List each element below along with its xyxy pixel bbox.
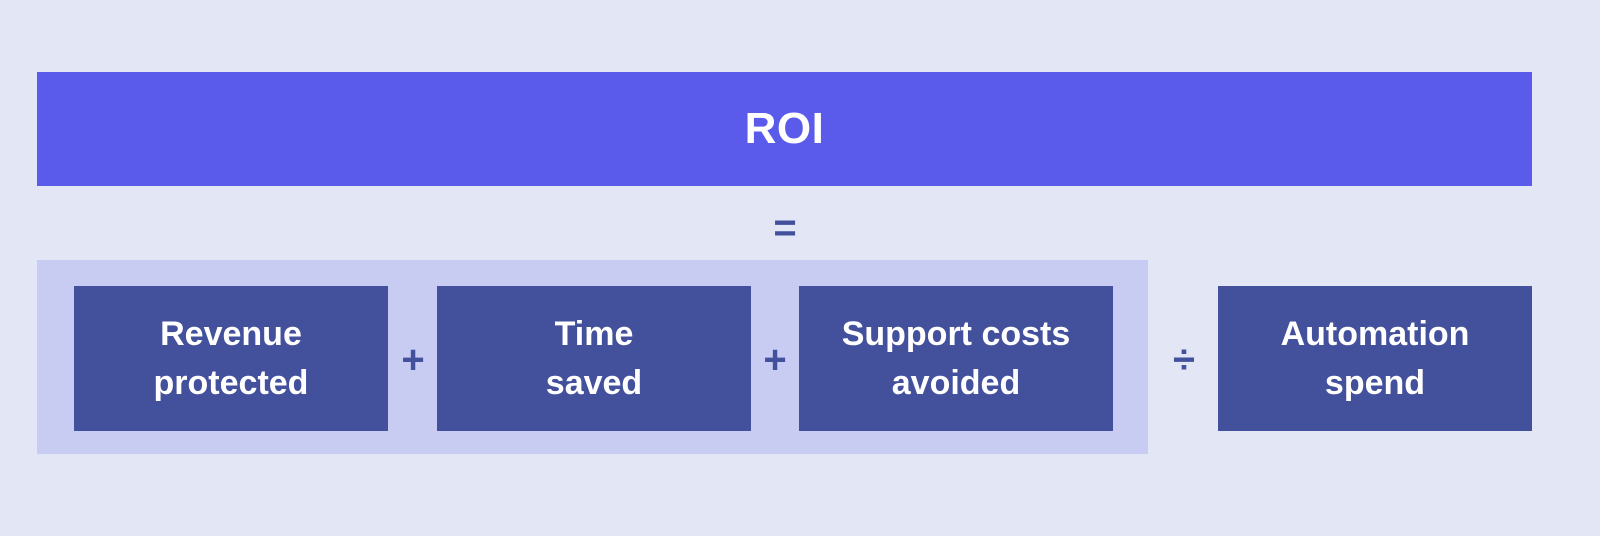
term-label-line2: saved	[545, 363, 643, 402]
plus-operator: +	[763, 337, 787, 382]
roi-result-bar: ROI	[37, 72, 1532, 186]
term-label-line1: Time	[554, 314, 634, 353]
term-label-line1: Revenue	[160, 314, 302, 353]
term-label-line1: Automation	[1280, 314, 1470, 353]
term-revenue-protected: Revenue protected	[74, 286, 388, 431]
roi-title: ROI	[744, 104, 825, 153]
plus-operator: +	[401, 337, 425, 382]
term-label-line1: Support costs	[841, 314, 1071, 353]
term-label-line2: spend	[1324, 363, 1426, 402]
term-label-line2: avoided	[891, 363, 1021, 402]
divide-operator: ÷	[1173, 337, 1195, 382]
term-time-saved: Time saved	[437, 286, 751, 431]
term-automation-spend: Automation spend	[1218, 286, 1532, 431]
term-support-costs-avoided: Support costs avoided	[799, 286, 1113, 431]
term-label-line2: protected	[153, 363, 309, 402]
equals-sign: =	[773, 205, 797, 250]
